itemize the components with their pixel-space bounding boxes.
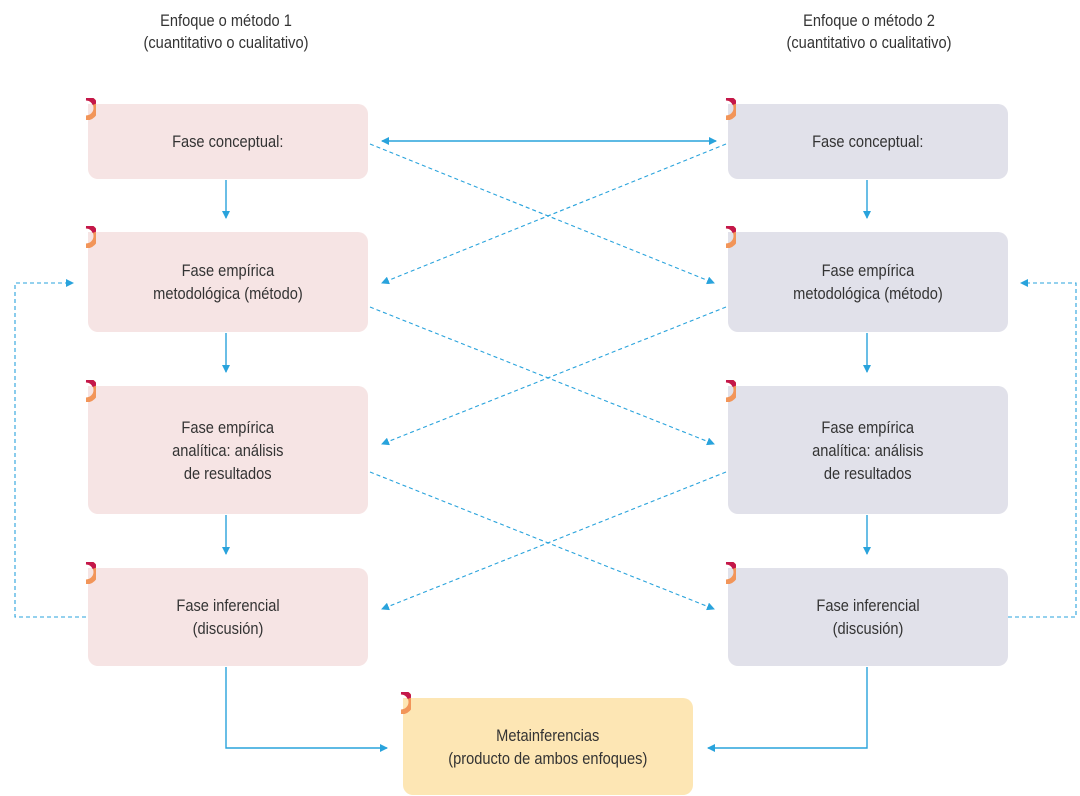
right-inferencial-to-result-arrow <box>707 667 868 752</box>
method-2-title: Enfoque o método 2 <box>803 11 935 30</box>
method-2-header: Enfoque o método 2 (cuantitativo o cuali… <box>740 10 998 54</box>
left-phase-metodologica: Fase empírica metodológica (método) <box>85 226 368 332</box>
method-1-subtitle: (cuantitativo o cualitativo) <box>143 33 309 52</box>
corner-ornament-icon <box>85 562 96 584</box>
method-2-subtitle: (cuantitativo o cualitativo) <box>786 33 952 52</box>
left-phase-conceptual: Fase conceptual: <box>85 98 368 179</box>
phase-label: Fase empírica analítica: análisis de res… <box>812 417 924 483</box>
corner-ornament-icon <box>725 562 736 584</box>
right-phase-analitica: Fase empírica analítica: análisis de res… <box>725 380 1008 514</box>
phase-label: Fase inferencial (discusión) <box>176 596 280 638</box>
left-phase-analitica: Fase empírica analítica: análisis de res… <box>85 380 368 514</box>
cross-right-conceptual-to-left-metodologica <box>381 143 727 285</box>
corner-ornament-icon <box>85 98 96 120</box>
phase-label: Fase empírica metodológica (método) <box>793 261 943 303</box>
left-feedback-loop-arrow <box>14 279 86 618</box>
corner-ornament-icon <box>725 380 736 402</box>
cross-left-analitica-to-right-inferencial <box>369 471 715 611</box>
cross-left-conceptual-to-right-metodologica <box>369 143 715 285</box>
phase-label: Fase inferencial (discusión) <box>816 596 920 638</box>
result-label: Metainferencias (producto de ambos enfoq… <box>448 725 648 768</box>
corner-ornament-icon <box>85 226 96 248</box>
left-inferencial-to-result-arrow <box>225 667 388 752</box>
cross-right-analitica-to-left-inferencial <box>381 471 727 611</box>
corner-ornament-icon <box>725 226 736 248</box>
cross-right-metodologica-to-left-analitica <box>381 306 727 446</box>
left-phase-inferencial: Fase inferencial (discusión) <box>85 562 368 666</box>
phase-label: Fase empírica metodológica (método) <box>153 261 303 303</box>
right-phase-inferencial: Fase inferencial (discusión) <box>725 562 1008 666</box>
metainferencias-box: Metainferencias (producto de ambos enfoq… <box>400 692 693 795</box>
phase-label: Fase conceptual: <box>172 132 284 151</box>
method-1-header: Enfoque o método 1 (cuantitativo o cuali… <box>97 10 355 54</box>
phase-label: Fase conceptual: <box>812 132 924 151</box>
corner-ornament-icon <box>400 692 411 714</box>
phase-label: Fase empírica analítica: análisis de res… <box>172 417 284 483</box>
right-phase-metodologica: Fase empírica metodológica (método) <box>725 226 1008 332</box>
right-feedback-loop-arrow <box>1008 279 1077 618</box>
corner-ornament-icon <box>85 380 96 402</box>
corner-ornament-icon <box>725 98 736 120</box>
right-phase-conceptual: Fase conceptual: <box>725 98 1008 179</box>
cross-left-metodologica-to-right-analitica <box>369 306 715 446</box>
method-1-title: Enfoque o método 1 <box>160 11 292 30</box>
